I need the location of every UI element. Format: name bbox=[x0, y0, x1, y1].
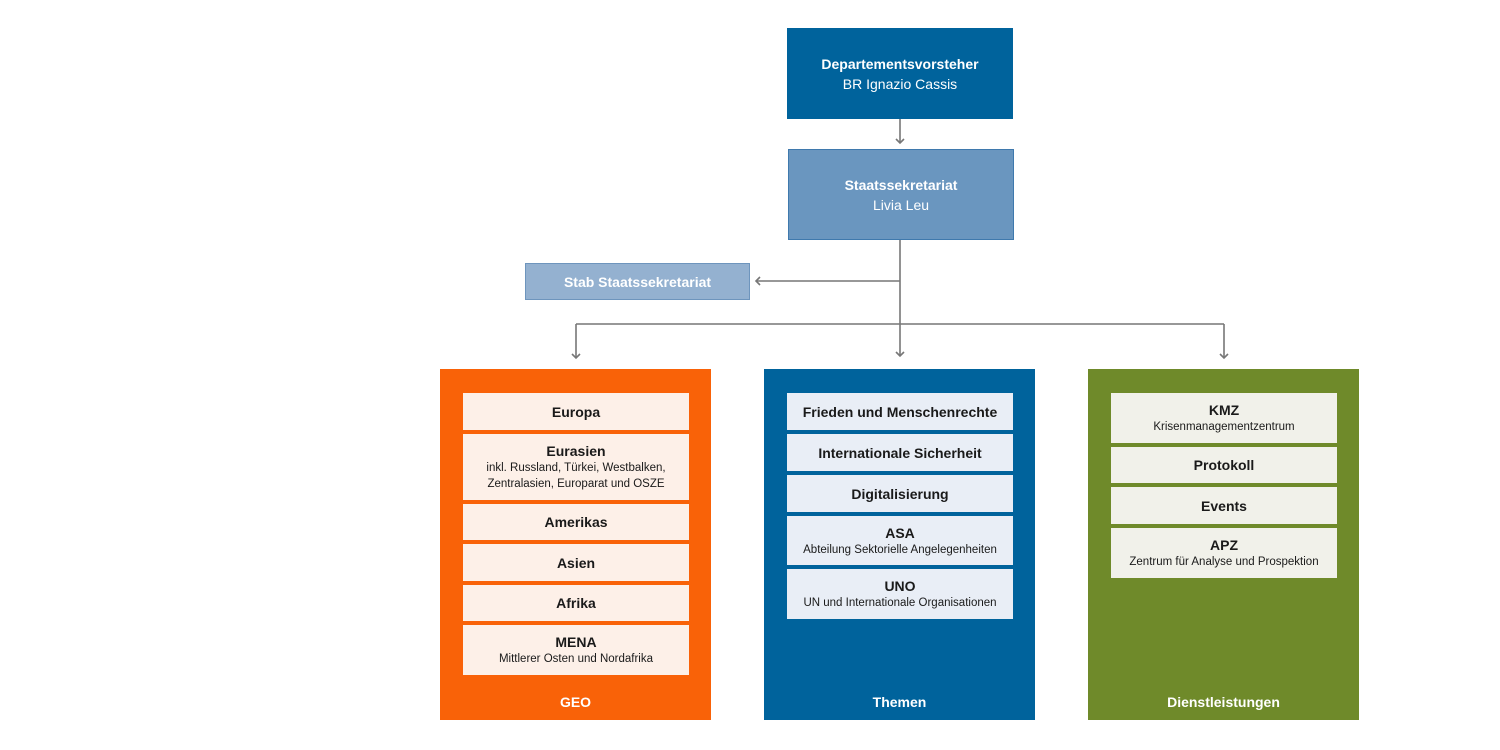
item-title: Amerikas bbox=[544, 514, 608, 530]
item-title: Afrika bbox=[556, 595, 596, 611]
item-title: ASA bbox=[885, 524, 915, 541]
item-title: Events bbox=[1201, 497, 1247, 514]
item-title: APZ bbox=[1210, 537, 1238, 553]
item-kmz: KMZ Krisenmanagementzentrum bbox=[1111, 393, 1337, 443]
item-subtitle: Mittlerer Osten und Nordafrika bbox=[498, 653, 654, 665]
state-secretariat-box: Staatssekretariat Livia Leu bbox=[788, 149, 1014, 240]
item-frieden: Frieden und Menschenrechte bbox=[787, 393, 1013, 430]
item-title: Digitalisierung bbox=[851, 485, 949, 502]
state-secretariat-name: Livia Leu bbox=[872, 196, 930, 213]
column-label-dienstleistungen: Dienstleistungen bbox=[1167, 694, 1280, 710]
column-label-themen: Themen bbox=[872, 694, 927, 710]
item-amerikas: Amerikas bbox=[463, 504, 689, 540]
item-title: Protokoll bbox=[1193, 457, 1255, 473]
item-title: Internationale Sicherheit bbox=[818, 444, 982, 461]
staff-box: Stab Staatssekretariat bbox=[525, 263, 750, 300]
item-sicherheit: Internationale Sicherheit bbox=[787, 434, 1013, 471]
item-subtitle: Abteilung Sektorielle Angelegenheiten bbox=[803, 543, 997, 556]
item-title: Europa bbox=[551, 403, 601, 420]
column-label-geo: GEO bbox=[559, 694, 592, 710]
item-afrika: Afrika bbox=[463, 585, 689, 621]
item-title: Frieden und Menschenrechte bbox=[802, 403, 998, 420]
item-title: KMZ bbox=[1208, 402, 1240, 418]
item-subtitle: UN und Internationale Organisationen bbox=[803, 597, 997, 609]
item-mena: MENA Mittlerer Osten und Nordafrika bbox=[463, 625, 689, 675]
item-asa: ASA Abteilung Sektorielle Angelegenheite… bbox=[787, 516, 1013, 565]
item-title: UNO bbox=[884, 578, 916, 594]
column-themen: Frieden und Menschenrechte International… bbox=[764, 369, 1035, 720]
item-subtitle: Krisenmanagementzentrum bbox=[1153, 421, 1295, 433]
department-head-name: BR Ignazio Cassis bbox=[842, 75, 958, 92]
state-secretariat-title: Staatssekretariat bbox=[844, 176, 958, 193]
item-digitalisierung: Digitalisierung bbox=[787, 475, 1013, 512]
item-asien: Asien bbox=[463, 544, 689, 581]
item-events: Events bbox=[1111, 487, 1337, 524]
item-subtitle: inkl. Russland, Türkei, Westbalken, bbox=[486, 462, 666, 474]
item-uno: UNO UN und Internationale Organisationen bbox=[787, 569, 1013, 619]
item-protokoll: Protokoll bbox=[1111, 447, 1337, 483]
item-title: Eurasien bbox=[546, 443, 606, 459]
department-head-box: Departementsvorsteher BR Ignazio Cassis bbox=[787, 28, 1013, 119]
item-subtitle: Zentralasien, Europarat und OSZE bbox=[487, 478, 665, 490]
item-apz: APZ Zentrum für Analyse und Prospektion bbox=[1111, 528, 1337, 578]
item-eurasien: Eurasien inkl. Russland, Türkei, Westbal… bbox=[463, 434, 689, 500]
item-subtitle: Zentrum für Analyse und Prospektion bbox=[1129, 556, 1319, 568]
item-title: Asien bbox=[556, 554, 596, 571]
item-europa: Europa bbox=[463, 393, 689, 430]
item-title: MENA bbox=[555, 634, 597, 650]
column-geo: Europa Eurasien inkl. Russland, Türkei, … bbox=[440, 369, 711, 720]
department-head-title: Departementsvorsteher bbox=[821, 55, 979, 72]
column-dienstleistungen: KMZ Krisenmanagementzentrum Protokoll Ev… bbox=[1088, 369, 1359, 720]
